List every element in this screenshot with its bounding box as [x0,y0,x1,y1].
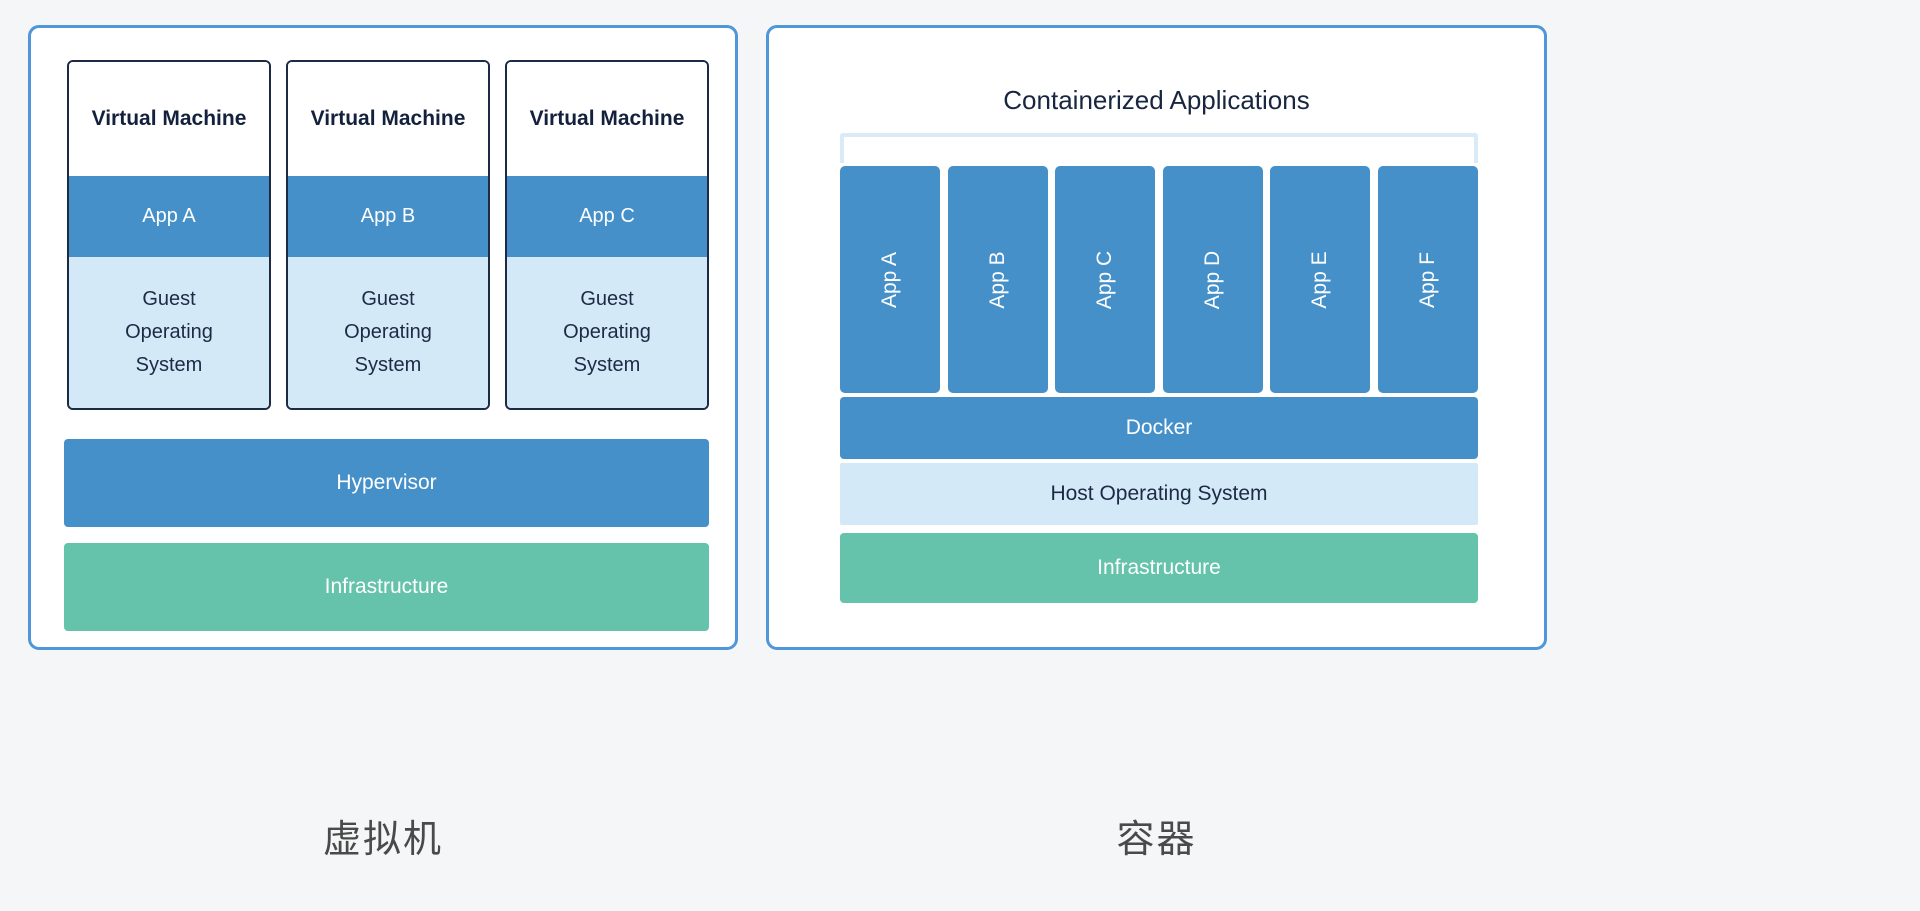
container-app-box-5: App E [1270,166,1371,393]
container-app-label-4: App D [1200,250,1224,309]
container-app-label-3: App C [1093,250,1117,309]
vm-guest-os-3: Guest Operating System [507,257,707,408]
container-card: Containerized Applications App A App B A… [766,25,1547,650]
vm-panel-caption: 虚拟机 [322,817,443,861]
container-app-label-5: App E [1308,250,1332,309]
virtual-machine-row: Virtual Machine App A Guest Operating Sy… [67,60,709,410]
virtual-machine-card: Virtual Machine App A Guest Operating Sy… [28,25,738,650]
virtual-machine-box-2: Virtual Machine App B Guest Operating Sy… [286,60,490,410]
container-app-box-6: App F [1377,166,1478,393]
vm-guest-os-2: Guest Operating System [288,257,488,408]
virtual-machine-box-3: Virtual Machine App C Guest Operating Sy… [505,60,709,410]
vm-guest-os-1: Guest Operating System [69,257,269,408]
docker-bar: Docker [840,397,1478,459]
container-app-box-2: App B [947,166,1048,393]
vm-app-3: App C [507,176,707,257]
container-infrastructure-bar: Infrastructure [840,533,1478,603]
container-app-box-1: App A [840,166,940,393]
virtual-machine-box-1: Virtual Machine App A Guest Operating Sy… [67,60,271,410]
container-app-box-4: App D [1162,166,1263,393]
hypervisor-bar: Hypervisor [64,439,709,527]
container-panel-caption: 容器 [1116,817,1197,861]
vm-title-2: Virtual Machine [288,62,488,176]
containerized-apps-bracket [840,133,1478,163]
container-app-label-2: App B [985,250,1009,309]
containerized-applications-title: Containerized Applications [1003,85,1310,115]
container-app-box-3: App C [1055,166,1156,393]
vm-app-1: App A [69,176,269,257]
vm-app-2: App B [288,176,488,257]
vm-infrastructure-bar: Infrastructure [64,543,709,631]
container-app-label-1: App A [878,251,901,308]
container-app-row: App A App B App C App D App E App F [840,166,1478,393]
vm-title-3: Virtual Machine [507,62,707,176]
container-app-label-6: App F [1415,251,1439,308]
host-operating-system-bar: Host Operating System [840,463,1478,525]
vm-title-1: Virtual Machine [69,62,269,176]
